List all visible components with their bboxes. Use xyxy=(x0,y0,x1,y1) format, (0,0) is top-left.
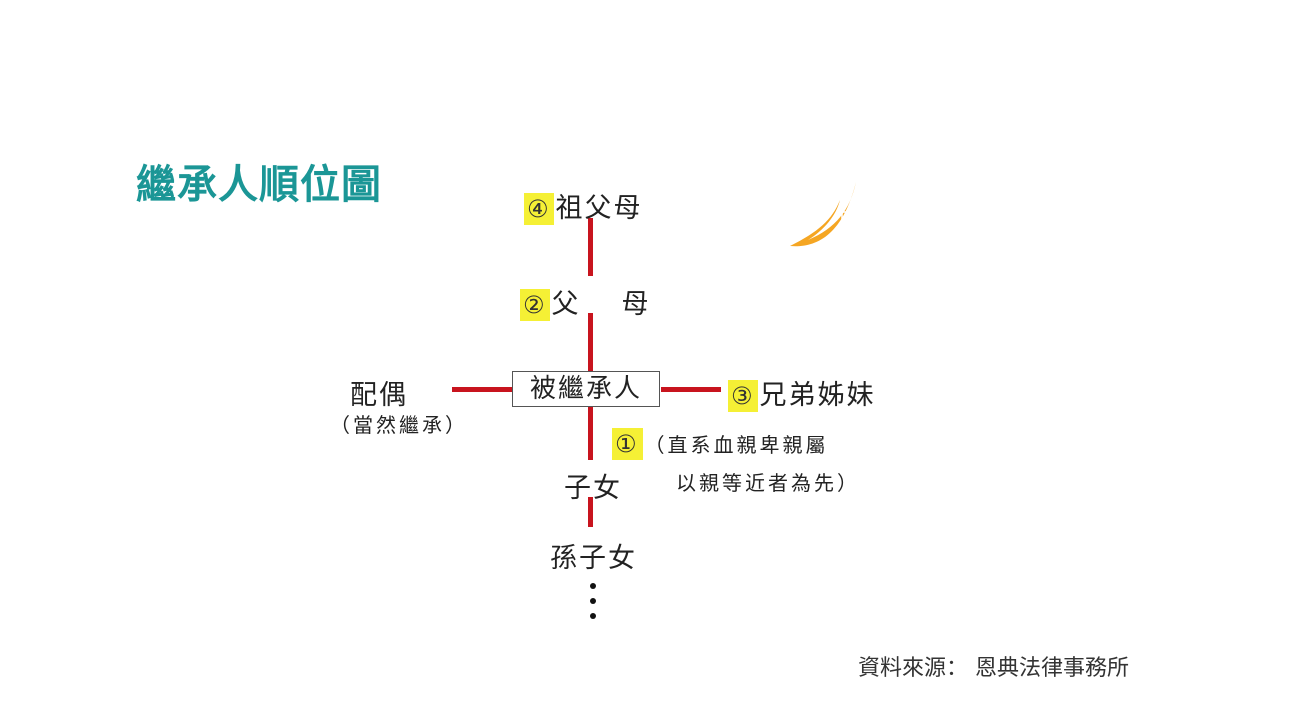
order-badge: ③ xyxy=(728,380,758,412)
node-decedent: 被繼承人 xyxy=(512,371,660,407)
children-note-line1: （直系血親卑親屬 xyxy=(644,433,829,457)
node-grandchildren: 孫子女 xyxy=(550,543,637,574)
children-note-line2: 以親等近者為先） xyxy=(676,471,860,495)
page-title: 繼承人順位圖 xyxy=(136,162,382,208)
order-badge: ① xyxy=(612,428,643,460)
feather-logo-icon xyxy=(790,182,856,247)
line-parents-decedent xyxy=(588,313,593,371)
spouse-note: （當然繼承） xyxy=(330,413,468,437)
node-label: 父 母 xyxy=(551,289,657,320)
node-spouse: 配偶 xyxy=(350,380,408,411)
source-credit: 資料來源： 恩典法律事務所 xyxy=(858,656,1129,681)
children-note: ①（直系血親卑親屬 xyxy=(612,428,829,460)
node-label: 祖父母 xyxy=(555,193,643,224)
line-grandparents-parents xyxy=(588,218,593,276)
line-decedent-children xyxy=(588,406,593,460)
dot xyxy=(590,598,596,604)
dot xyxy=(590,583,596,589)
node-children: 子女 xyxy=(564,473,622,504)
dot xyxy=(590,613,596,619)
line-spouse-decedent xyxy=(452,387,512,392)
node-label: 兄弟姊妹 xyxy=(759,380,876,411)
order-badge: ④ xyxy=(524,193,554,225)
line-decedent-siblings xyxy=(661,387,721,392)
order-badge: ② xyxy=(520,289,550,321)
line-children-grandchildren xyxy=(588,497,593,527)
